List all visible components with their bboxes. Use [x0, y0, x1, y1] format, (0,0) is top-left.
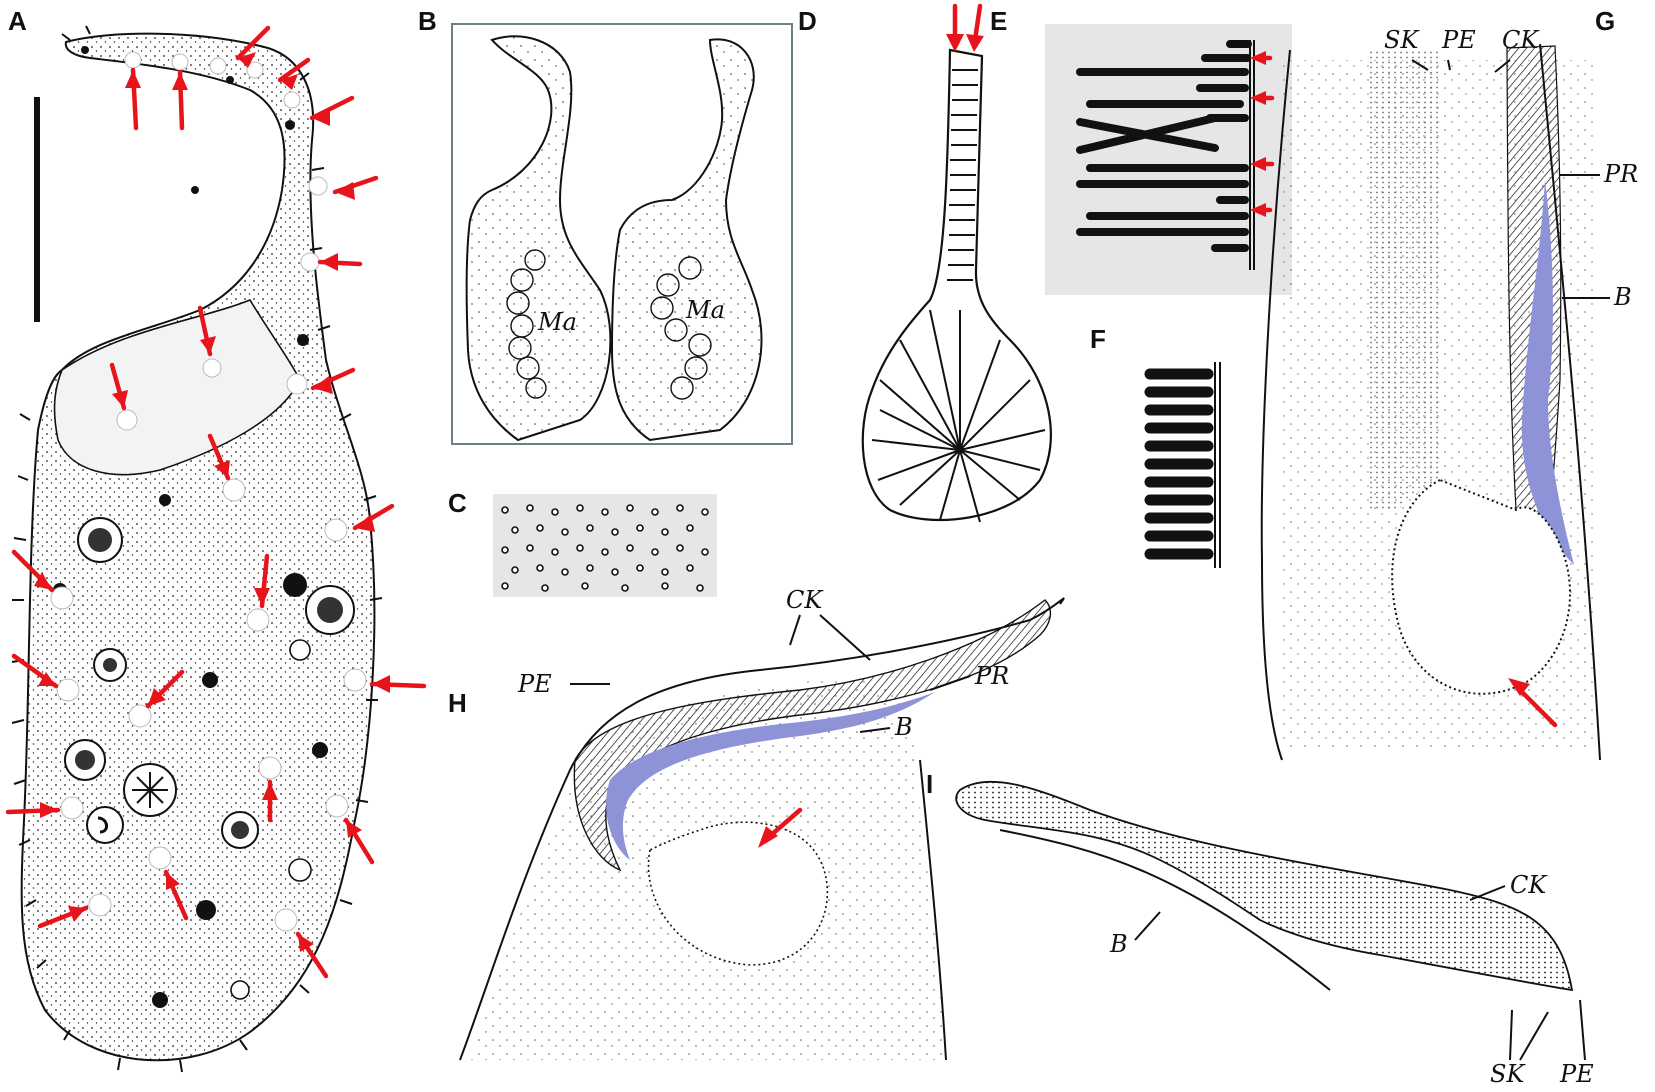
cell-outline-d	[861, 48, 1052, 522]
contractile-vacuoles-a	[50, 51, 367, 932]
panel-f: F	[1090, 324, 1221, 568]
trichocysts-f	[1144, 368, 1214, 560]
cytostome-g	[1391, 478, 1571, 695]
label-g-pr: PR	[1603, 160, 1638, 188]
panel-label-f: F	[1090, 324, 1106, 354]
panel-e: E	[990, 6, 1292, 295]
panel-i: I CK B SK PE	[926, 769, 1594, 1088]
label-g-sk: SK	[1384, 26, 1420, 54]
cell-outline-i	[955, 780, 1574, 992]
arrowheads-a	[34, 52, 390, 952]
inclusions-a	[53, 46, 355, 1008]
panel-label-a: A	[8, 6, 27, 36]
label-ma-left: Ma	[537, 308, 577, 336]
blue-band-g	[1521, 180, 1574, 565]
cell-outline-g	[1260, 49, 1291, 761]
panel-label-b: B	[418, 6, 437, 36]
macronucleus-b-left	[506, 249, 547, 399]
radial-lines-d	[871, 309, 1046, 523]
panel-b: B Ma Ma	[418, 6, 793, 445]
neck-ridges-d	[947, 69, 978, 281]
blue-band-h	[606, 692, 935, 860]
label-i-sk: SK	[1490, 1060, 1526, 1088]
label-i-b: B	[1109, 930, 1128, 958]
label-h-pe: PE	[517, 670, 552, 698]
label-g-ck: CK	[1502, 26, 1540, 54]
label-g-pe: PE	[1441, 26, 1476, 54]
panel-h: H CK PE PR B	[448, 586, 1065, 1061]
granules-c	[501, 504, 709, 592]
macronucleus-b-right	[650, 256, 712, 400]
label-h-pr: PR	[974, 662, 1009, 690]
left-kineties-g	[1370, 50, 1440, 510]
cell-outline-b-left	[465, 35, 612, 442]
cilia-a	[11, 25, 383, 1073]
label-ma-right: Ma	[685, 296, 725, 324]
panel-label-i: I	[926, 769, 933, 799]
label-h-ck: CK	[786, 586, 824, 614]
panel-a: A	[5, 6, 427, 1073]
label-h-b: B	[894, 713, 913, 741]
panel-label-g: G	[1595, 6, 1615, 36]
label-g-b: B	[1613, 283, 1632, 311]
cytostome-h	[647, 821, 829, 966]
cell-outline-h-right	[919, 759, 947, 1061]
panel-d: D	[798, 3, 1052, 523]
trichocysts-e	[1076, 40, 1252, 252]
panel-g: G SK PE CK PR B	[1260, 6, 1638, 761]
panel-label-c: C	[448, 488, 467, 518]
label-i-pe: PE	[1559, 1060, 1594, 1088]
cell-outline-b-right	[610, 38, 763, 442]
panel-label-h: H	[448, 688, 467, 718]
panel-label-e: E	[990, 6, 1007, 36]
scale-bar	[34, 97, 40, 322]
panel-label-d: D	[798, 6, 817, 36]
label-i-ck: CK	[1510, 871, 1548, 899]
panel-c: C	[448, 488, 717, 597]
